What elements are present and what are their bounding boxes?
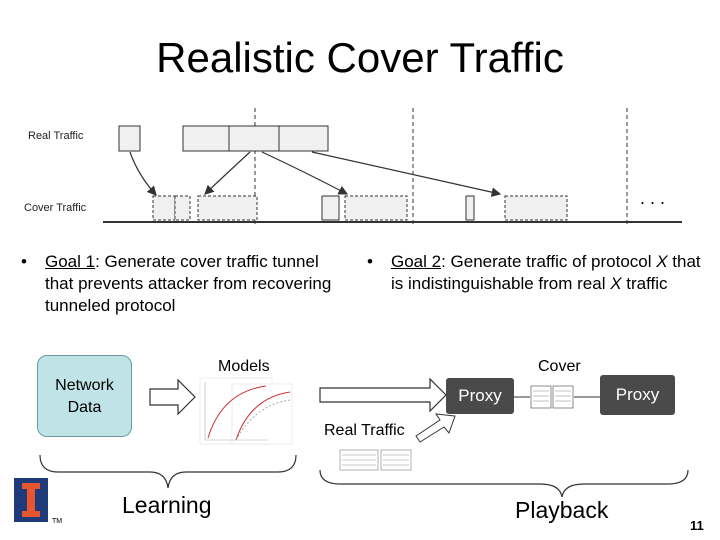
proxy-box-left: Proxy	[446, 378, 514, 414]
cover-traffic-row-label: Cover Traffic	[24, 202, 87, 214]
real-packet	[278, 125, 329, 152]
cover-packet	[197, 195, 258, 221]
real-traffic-row-label: Real Traffic	[28, 130, 84, 142]
bullet-icon: •	[21, 252, 27, 271]
learning-brace	[39, 454, 297, 489]
hollow-arrow	[149, 378, 196, 416]
cover-packet	[344, 195, 408, 221]
protocol-x: X	[610, 274, 622, 293]
cover-packet	[152, 195, 176, 221]
network-data-box: Network Data	[37, 355, 132, 437]
university-logo	[14, 478, 48, 522]
cover-packet	[174, 195, 191, 221]
learning-label: Learning	[122, 492, 212, 518]
playback-label: Playback	[515, 497, 609, 523]
cover-packet	[504, 195, 568, 221]
goal-2-label: Goal 2	[391, 252, 442, 271]
goal-2-body-a: : Generate traffic of protocol	[441, 252, 657, 271]
cover-packet	[465, 195, 475, 221]
real-traffic-label: Real Traffic	[324, 422, 405, 439]
timeline-ellipsis: . . .	[640, 188, 666, 208]
packet-stack	[552, 385, 574, 409]
goal-1-text: • Goal 1: Generate cover traffic tunnel …	[21, 251, 345, 317]
playback-brace	[319, 469, 689, 498]
goal-2-body-b: that is indistinguishable from real	[391, 252, 701, 293]
protocol-x: X	[656, 252, 668, 271]
goal-2-body-c: traffic	[621, 274, 668, 293]
real-packet	[182, 125, 230, 152]
goal-1-body: : Generate cover traffic tunnel that pre…	[45, 252, 332, 315]
goal-1-label: Goal 1	[45, 252, 96, 271]
cover-packet	[321, 195, 340, 221]
trademark-mark: TM	[52, 518, 63, 525]
hollow-arrow	[319, 377, 447, 413]
slide-title: Realistic Cover Traffic	[156, 34, 564, 81]
real-packet	[228, 125, 280, 152]
proxy-box-right: Proxy	[600, 375, 675, 415]
cover-label: Cover	[538, 358, 581, 375]
hollow-arrow	[415, 413, 456, 443]
packet-stack	[530, 385, 552, 409]
real-packet	[118, 125, 141, 152]
model-plots	[199, 377, 293, 445]
page-number: 11	[690, 518, 704, 533]
models-label: Models	[218, 358, 270, 375]
goal-2-text: • Goal 2: Generate traffic of protocol X…	[367, 251, 711, 295]
bullet-icon: •	[367, 252, 373, 271]
